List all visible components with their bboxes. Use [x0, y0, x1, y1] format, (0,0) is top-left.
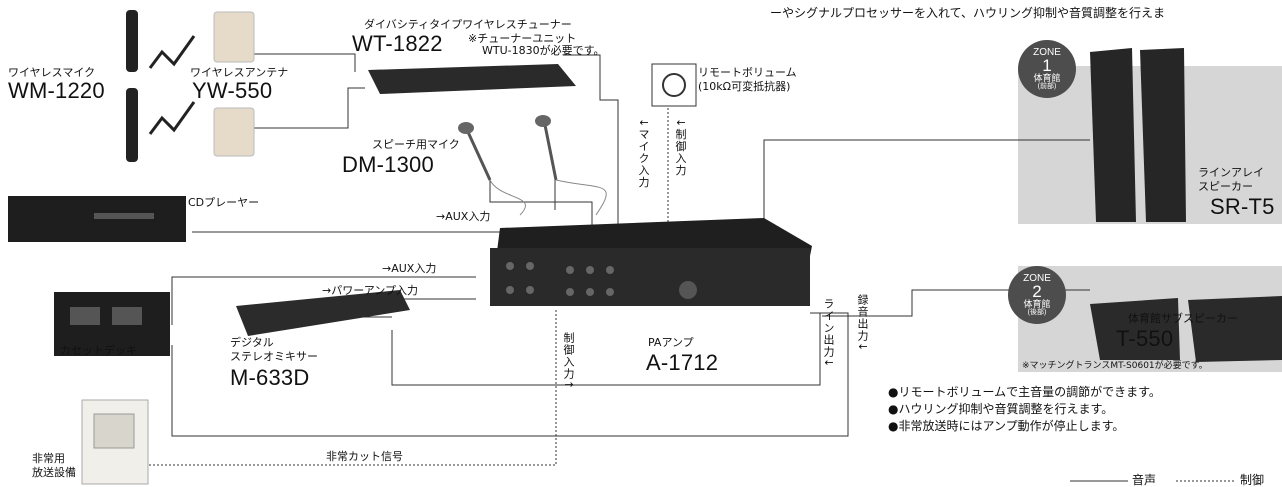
tuner-note-1: ※チューナーユニット — [468, 32, 577, 45]
antenna-model: YW-550 — [192, 78, 273, 103]
remote-volume-label: リモートボリューム — [698, 66, 797, 79]
mic1-to-amp-line — [489, 180, 593, 238]
wireless-mic-label: ワイヤレスマイク — [8, 66, 96, 79]
tuner-label: ダイバシティタイプワイヤレスチューナー — [364, 18, 572, 31]
speech-mic-model: DM-1300 — [342, 152, 434, 177]
line-array-label-1: ラインアレイ — [1198, 166, 1264, 179]
emergency-cut-label: 非常カット信号 — [326, 450, 403, 463]
cassette-aux-line — [171, 276, 476, 325]
line-array-right — [1140, 48, 1186, 222]
line-array-label-2: スピーカー — [1198, 180, 1253, 193]
emergency-label-1: 非常用 — [32, 452, 65, 465]
cd-player-label: CDプレーヤー — [188, 196, 260, 209]
zone-2-badge: ZONE 2 体育館 (後部) — [1008, 266, 1066, 324]
tuner-unit — [368, 64, 576, 94]
rec-out-line — [171, 312, 849, 437]
antenna-1 — [213, 11, 255, 63]
antenna-2 — [213, 107, 255, 157]
line-array-left — [1090, 48, 1136, 222]
control-input-top-label: ↓制御入力 — [674, 118, 687, 177]
emergency-ctrl-line — [146, 310, 557, 466]
antenna2-to-tuner-line — [252, 87, 365, 129]
sub-speaker-note: ※マッチングトランスMT-S0601が必要です。 — [1022, 361, 1208, 371]
sub-speaker-label: 体育館サブスピーカー — [1128, 312, 1238, 325]
feature-item: ●非常放送時にはアンプ動作が停止します。 — [888, 419, 1125, 433]
mixer-unit — [236, 290, 410, 336]
power-amp-input-label: →パワーアンプ入力 — [322, 284, 419, 297]
aux-input-label-1: →AUX入力 — [436, 210, 491, 223]
wireless-mic-1 — [126, 10, 138, 72]
cd-to-amp-line — [192, 231, 513, 245]
amp-to-zone1-line — [763, 139, 1090, 228]
intro-text: ーやシグナルプロセッサーを入れて、ハウリング抑制や音質調整を行えま — [770, 6, 1166, 20]
mic-input-label: ↓マイク入力 — [637, 118, 650, 189]
speech-mic-label: スピーチ用マイク — [372, 138, 460, 151]
legend-audio-label: 音声 — [1132, 473, 1157, 487]
mixer-label-1: デジタル — [230, 336, 274, 349]
zone-1-badge: ZONE 1 体育館 (前部) — [1018, 40, 1076, 98]
wireless-mic-model: WM-1220 — [8, 78, 105, 103]
amp-model: A-1712 — [646, 350, 719, 375]
feature-item: ●ハウリング抑制や音質調整を行えます。 — [888, 402, 1114, 416]
mixer-label-2: ステレオミキサー — [230, 350, 318, 363]
sub-speaker-right — [1188, 296, 1282, 362]
sub-speaker-model: T-550 — [1116, 326, 1174, 351]
tuner-model: WT-1822 — [352, 31, 443, 56]
antenna1-to-tuner-line — [252, 53, 356, 72]
mixer-model: M-633D — [230, 365, 310, 390]
tuner-note-2: WTU-1830が必要です。 — [482, 44, 605, 57]
amp-to-zone2-line — [822, 289, 1090, 317]
aux-input-label-2: →AUX入力 — [382, 262, 437, 275]
line-array-model: SR-T5 — [1210, 194, 1275, 219]
legend-control-label: 制御 — [1240, 473, 1265, 487]
feature-list: ●リモートボリュームで主音量の調節ができます。 ●ハウリング抑制や音質調整を行え… — [888, 384, 1161, 435]
tuner-to-amp-line — [563, 54, 619, 238]
antenna-label: ワイヤレスアンテナ — [190, 66, 289, 79]
wireless-mic-2 — [126, 88, 138, 162]
emergency-label-2: 放送設備 — [32, 466, 76, 479]
rec-out-label: 録音出力↓ — [856, 294, 869, 353]
cassette-label: カセットデッキ — [60, 344, 137, 357]
remote-volume-sub: (10kΩ可変抵抗器) — [698, 80, 791, 93]
control-input-bottom-label: 制御入力↑ — [562, 332, 575, 391]
volume-knob — [662, 73, 686, 97]
sub-speaker-left — [1090, 298, 1180, 360]
amp-label: PAアンプ — [648, 336, 694, 349]
line-out-label: ライン出力↓ — [822, 298, 835, 369]
feature-item: ●リモートボリュームで主音量の調節ができます。 — [888, 385, 1161, 399]
